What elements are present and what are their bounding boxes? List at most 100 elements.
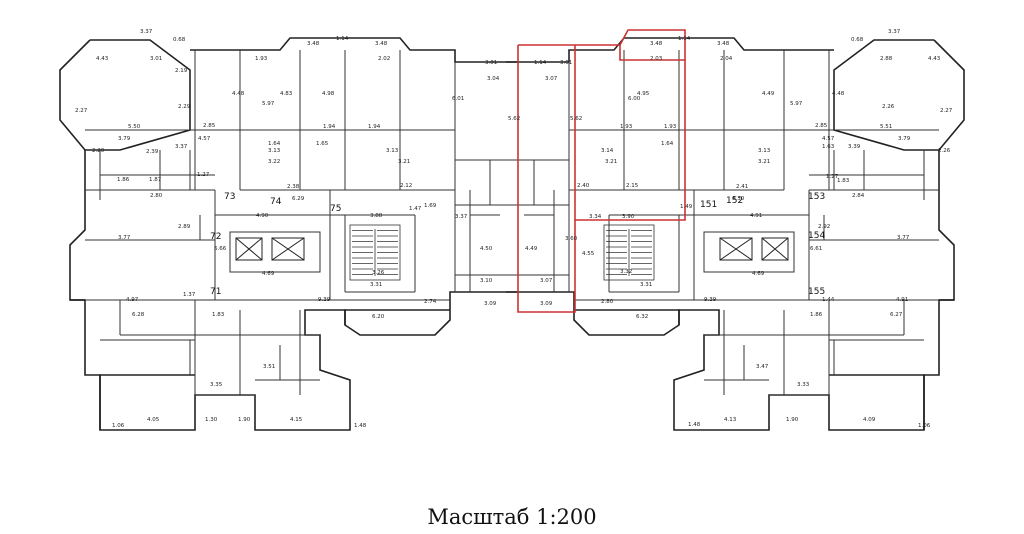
dimension-label: 2.04 [720, 56, 733, 62]
dimension-label: 3.04 [487, 76, 500, 82]
dimension-label: 1.94 [368, 124, 381, 130]
dimension-label: 1.83 [212, 312, 225, 318]
dimension-label: 2.26 [882, 104, 895, 110]
dimension-label: 1.93 [664, 124, 677, 130]
dimension-label: 3.09 [540, 301, 553, 307]
dimension-label: 1.37 [183, 292, 196, 298]
dimension-label: 1.06 [112, 423, 125, 429]
dimension-label: 4.50 [480, 246, 493, 252]
dimension-label: 5.97 [262, 101, 275, 107]
elevator-cross-right-1 [719, 237, 753, 261]
dimension-label: 1.27 [826, 174, 839, 180]
apartment-number: 72 [210, 232, 221, 242]
outer-wall-left [190, 37, 518, 63]
dimension-label: 3.07 [540, 278, 553, 284]
dimension-label: 1.63 [822, 144, 835, 150]
outer-wall-left [344, 309, 450, 325]
dimension-label: 3.21 [605, 159, 617, 165]
dimension-label: 1.93 [255, 56, 268, 62]
dimension-label: 6.20 [372, 314, 385, 320]
dimension-label: 2.40 [577, 183, 590, 189]
stairwells [349, 224, 655, 281]
dimension-label: 1.90 [786, 417, 799, 423]
dimension-label: 4.43 [928, 56, 941, 62]
dimension-label: 3.33 [797, 382, 810, 388]
dimension-label: 4.48 [232, 91, 245, 97]
dimension-label: 1.65 [316, 141, 329, 147]
dimension-label: 3.79 [118, 136, 131, 142]
dimension-label: 2.19 [175, 68, 188, 74]
outer-wall-right [506, 150, 955, 431]
apartment-number: 153 [808, 192, 825, 202]
dimension-label: 2.27 [75, 108, 88, 114]
dimension-label: 4.91 [896, 297, 908, 303]
dimension-label: 3.31 [370, 282, 382, 288]
dimension-label: 2.15 [626, 183, 639, 189]
dimension-label: 3.90 [622, 214, 635, 220]
dimension-label: 6.66 [214, 246, 227, 252]
dimension-label: 4.90 [256, 213, 269, 219]
dimension-label: 3.01 [560, 60, 572, 66]
dimension-label: 1.14 [678, 36, 691, 42]
dimension-label: 3.37 [140, 29, 153, 35]
dimension-label: 1.14 [534, 60, 547, 66]
elevator-right-2 [761, 237, 789, 261]
dimension-label: 3.22 [268, 159, 280, 165]
elevator-right-1 [719, 237, 753, 261]
dimension-label: 2.85 [203, 123, 216, 129]
dimension-label: 1.27 [197, 172, 210, 178]
walls [59, 37, 965, 431]
elevator-cross-right-2 [761, 237, 789, 261]
dimension-label: 3.60 [565, 236, 578, 242]
dimension-label: 3.37 [888, 29, 901, 35]
dimension-label: 6.61 [810, 246, 822, 252]
dimension-label: 5.62 [570, 116, 582, 122]
outer-wall-right [574, 309, 680, 325]
dimension-label: 4.55 [582, 251, 595, 257]
dimension-label: 3.47 [756, 364, 769, 370]
dimension-label: 6.00 [628, 96, 641, 102]
stairwell-right [603, 224, 655, 281]
dimension-label: 2.38 [287, 184, 300, 190]
dimension-label: 3.48 [307, 41, 320, 47]
dimension-label: 4.15 [290, 417, 303, 423]
dimension-label: 4.98 [322, 91, 335, 97]
dimension-label: 3.26 [372, 270, 385, 276]
apartment-number: 71 [210, 287, 221, 297]
dimension-label: 2.80 [601, 299, 614, 305]
outer-wall-left [69, 150, 518, 431]
dimension-label: 2.92 [818, 224, 830, 230]
apartment-number: 75 [330, 204, 341, 214]
apartment-number: 74 [270, 197, 282, 207]
dimension-label: 3.77 [118, 235, 131, 241]
dimension-label: 2.27 [940, 108, 953, 114]
dimension-label: 2.80 [150, 193, 163, 199]
elevator-left-2 [271, 237, 305, 261]
dimension-label: 1.87 [149, 177, 162, 183]
dimension-label: 2.89 [178, 224, 191, 230]
dimension-label: 3.13 [386, 148, 399, 154]
dimension-label: 4.83 [280, 91, 293, 97]
dimension-label: 1.30 [205, 417, 218, 423]
outer-wall-right [829, 374, 925, 430]
dimension-label: 9.39 [704, 297, 717, 303]
dimension-label: 3.77 [897, 235, 910, 241]
outer-wall-left [99, 374, 195, 430]
outer-wall-right [833, 39, 965, 151]
dimension-label: 3.21 [398, 159, 410, 165]
dimension-label: 1.64 [661, 141, 674, 147]
dimension-label: 6.27 [890, 312, 903, 318]
dimension-label: 1.69 [424, 203, 437, 209]
dimension-label: 4.09 [863, 417, 876, 423]
dimension-label: 1.14 [336, 36, 349, 42]
apartment-number: 154 [808, 231, 825, 241]
dimension-label: 3.13 [758, 148, 771, 154]
dimension-label: 3.79 [898, 136, 911, 142]
interior-walls [85, 50, 939, 396]
dimension-label: 3.48 [717, 41, 730, 47]
dimension-label: 5.51 [880, 124, 892, 130]
dimension-label: 5.50 [128, 124, 141, 130]
dimension-label: 1.93 [620, 124, 633, 130]
dimension-label: 3.01 [485, 60, 497, 66]
